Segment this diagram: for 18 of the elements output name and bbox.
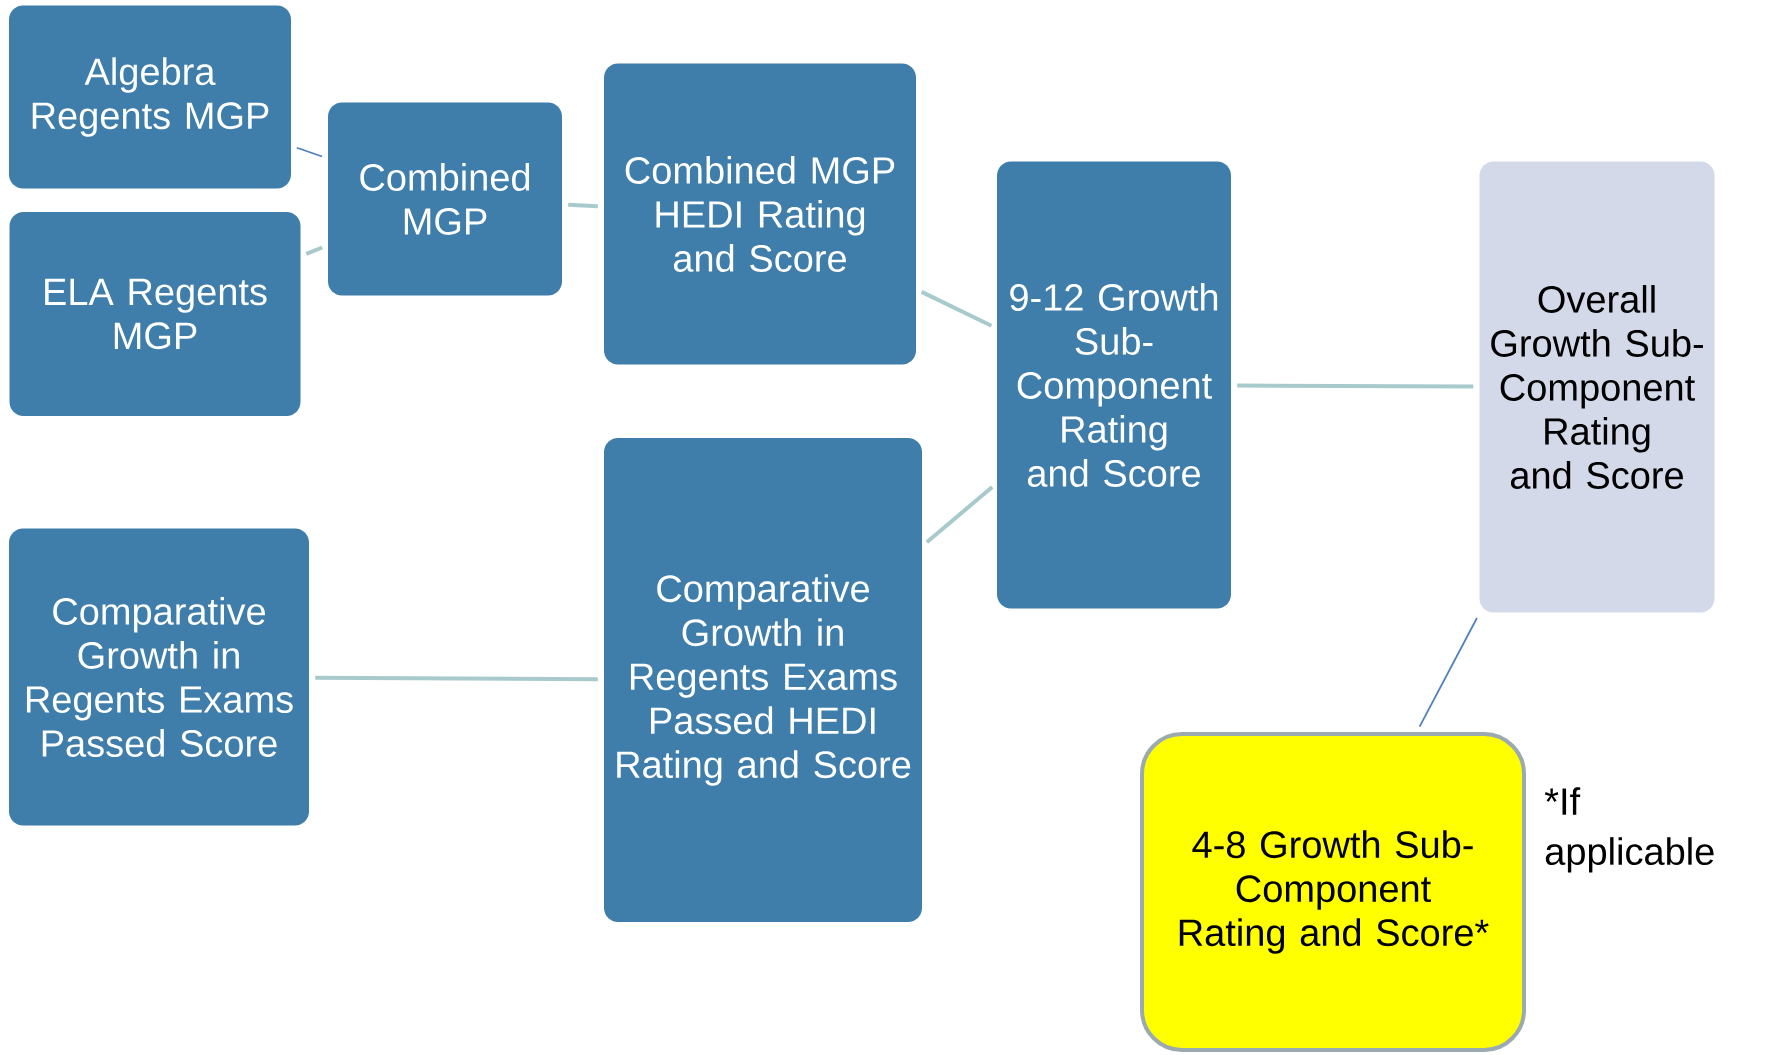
connector-line <box>295 146 324 158</box>
connector-line <box>1418 617 1478 728</box>
connector-line <box>920 290 993 328</box>
process-box: Overall Growth Sub-Component Rating and Score <box>1479 161 1715 613</box>
connector-line <box>305 245 323 256</box>
process-box: Combined MGP HEDI Rating and Score <box>604 63 916 365</box>
process-box: ELA Regents MGP <box>9 212 301 416</box>
process-box: Combined MGP <box>328 102 562 296</box>
process-box: Algebra Regents MGP <box>9 5 291 189</box>
connector-line <box>568 202 598 209</box>
process-box: 9-12 Growth Sub-Component Rating and Score <box>997 161 1231 609</box>
process-box: Comparative Growth in Regents Exams Passed Score <box>9 528 309 826</box>
note-text: *If applicable <box>1544 787 1714 873</box>
connector-line <box>925 485 994 544</box>
connector-line <box>315 675 598 682</box>
process-box: Comparative Growth in Regents Exams Passed HEDI Rating and Score <box>604 438 922 922</box>
connector-line <box>1237 383 1474 389</box>
highlight-box: 4-8 Growth Sub-Component Rating and Score* <box>1140 732 1526 1052</box>
